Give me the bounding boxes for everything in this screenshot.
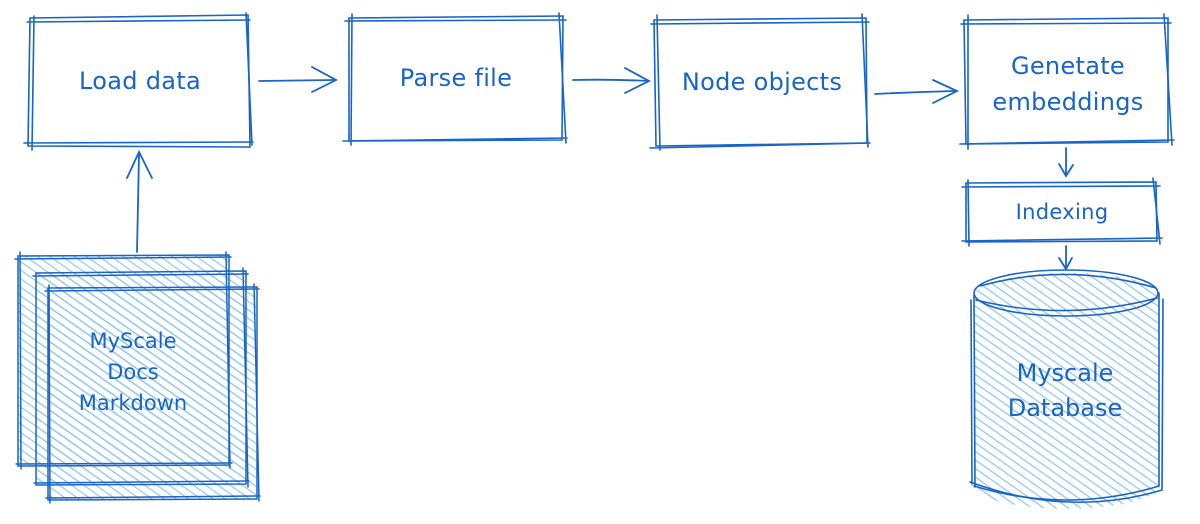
parse-file-label: Parse file [399,64,513,92]
arrow-load-to-parse [258,66,338,93]
parse-file-box [342,12,568,146]
docs-source-line1: MyScale [89,329,177,353]
node-objects-label: Node objects [681,68,843,96]
arrow-embed-to-index [1058,147,1074,178]
arrow-docs-to-load [126,149,153,253]
database-cylinder [969,269,1164,509]
indexing-box [961,177,1163,247]
generate-embeddings-label: Genetate embeddings [966,48,1170,120]
load-data-label: Load data [79,67,201,95]
generate-embeddings-line2: embeddings [992,88,1144,116]
generate-embeddings-box [959,13,1175,150]
docs-source-line2: Docs [107,360,159,384]
docs-source-line3: Markdown [78,391,188,415]
docs-stack [14,251,261,504]
arrow-parse-to-node [572,67,651,94]
generate-embeddings-line1: Genetate [1010,52,1126,80]
node-objects-box [649,13,871,151]
indexing-label: Indexing [1015,200,1109,224]
load-data-box [23,12,254,151]
arrow-index-to-db [1058,245,1073,271]
database-line1: Myscale [1016,359,1114,387]
database-label: Myscale Database [975,356,1155,426]
arrow-node-to-embed [874,79,960,104]
docs-source-label: MyScale Docs Markdown [48,326,218,419]
database-line2: Database [1007,394,1123,422]
